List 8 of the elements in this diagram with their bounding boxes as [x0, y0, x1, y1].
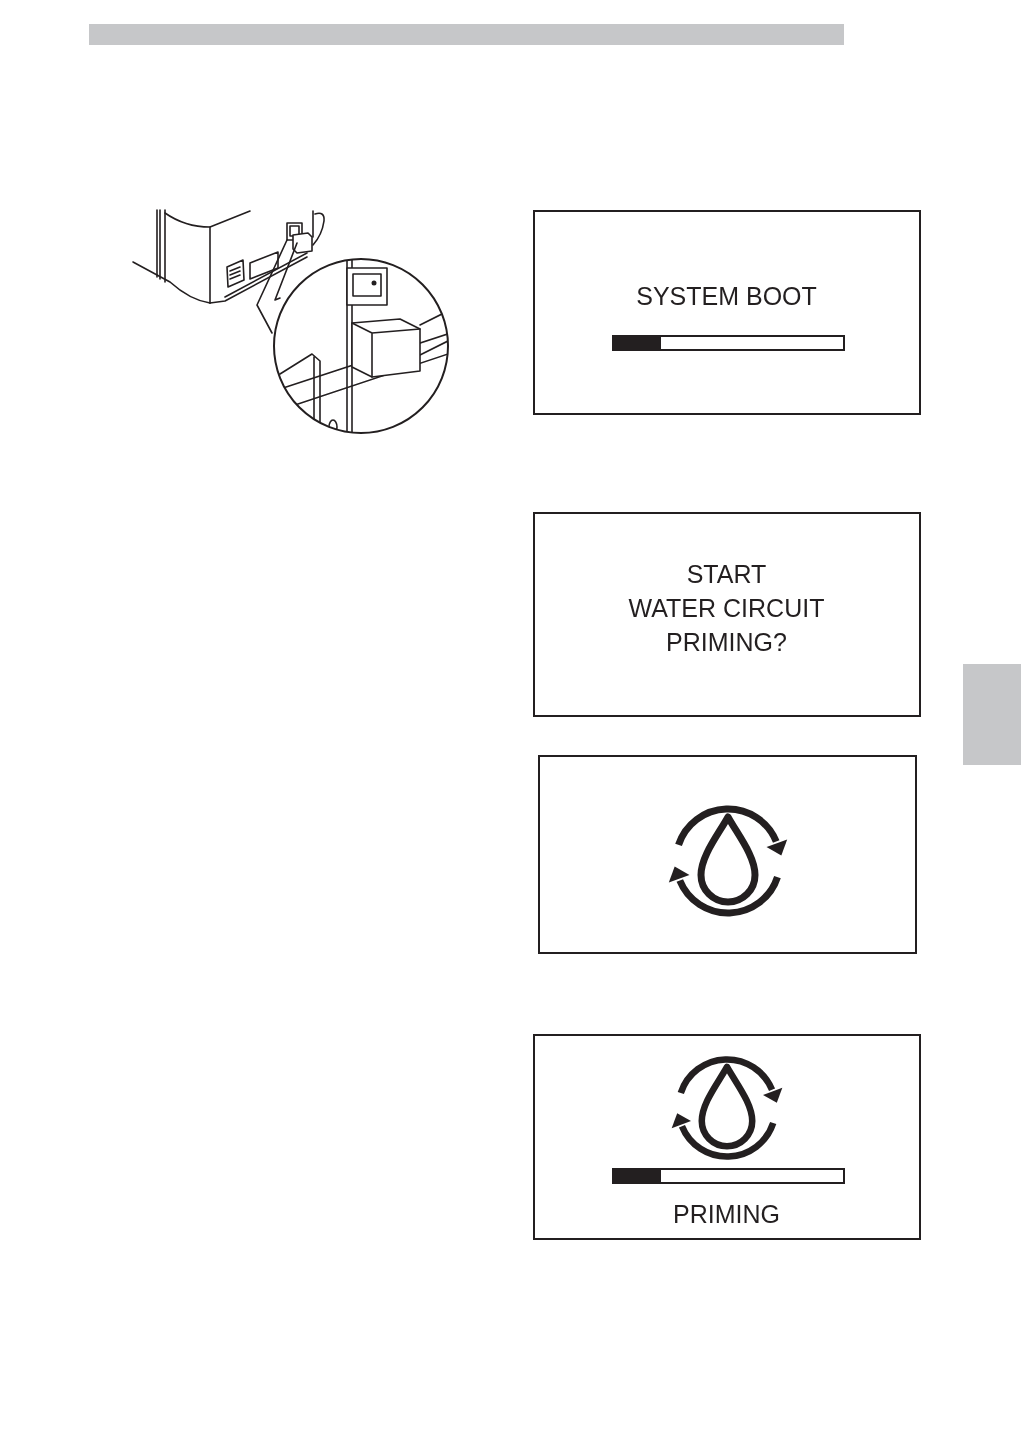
screen-text: PRIMING	[673, 1199, 780, 1230]
screen-text: START WATER CIRCUIT PRIMING?	[628, 559, 825, 658]
display-screen	[533, 512, 921, 717]
display-screen	[538, 755, 917, 954]
display-screen	[533, 210, 921, 415]
section-tab	[963, 664, 1021, 765]
display-screen	[533, 1034, 921, 1240]
screen-text: SYSTEM BOOT	[636, 281, 817, 312]
